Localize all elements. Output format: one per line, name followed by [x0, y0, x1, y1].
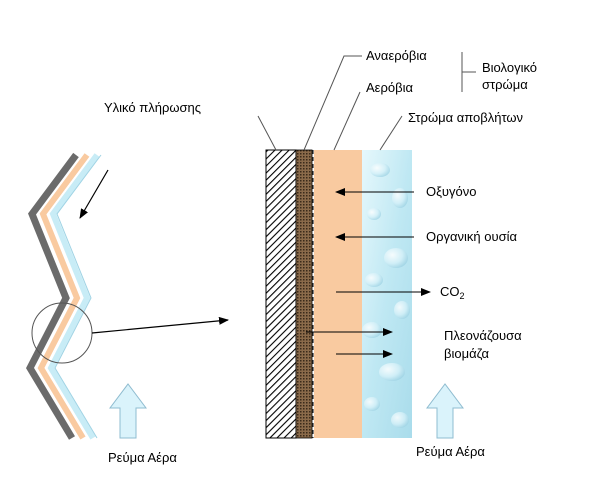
air-stream-label-left: Ρεύμα Αέρα	[108, 450, 177, 465]
water-bubbles	[362, 163, 410, 428]
anaerobic-layer	[295, 149, 313, 439]
air-stream-arrow-left	[109, 383, 147, 439]
zigzag-water-layer	[47, 153, 100, 440]
biological-layer-label-2: στρώμα	[482, 77, 528, 92]
leader-packing	[257, 115, 277, 151]
oxygen-label: Οξυγόνο	[426, 184, 477, 199]
aerobic-label: Αερόβια	[366, 80, 413, 95]
leader-aerobic	[333, 91, 361, 151]
zigzag-dark-layer	[25, 152, 79, 440]
co2-subscript: 2	[460, 291, 465, 301]
anaerobic-label: Αναερόβια	[366, 48, 427, 63]
zigzag-white-gap	[35, 154, 84, 439]
zigzag-outline	[54, 154, 102, 439]
air-stream-label-right: Ρεύμα Αέρα	[416, 444, 485, 459]
excess-biomass-label-2: βιομάζα	[444, 346, 489, 361]
packing-material-label: Υλικό πλήρωσης	[104, 100, 201, 115]
film-flow-arrow	[79, 169, 109, 219]
co2-main: CO	[440, 284, 460, 299]
layer-section	[265, 149, 412, 439]
aerobic-layer	[314, 150, 362, 438]
air-stream-arrow-right	[426, 383, 464, 439]
co2-label: CO2	[440, 284, 465, 301]
packing-material-layer	[265, 149, 297, 439]
leader-waste	[379, 115, 403, 151]
biological-layer-label-1: Βιολογικό	[482, 60, 537, 75]
leader-anaerobic	[303, 55, 362, 151]
organic-matter-label: Οργανική ουσία	[426, 229, 518, 244]
biological-layer-bracket	[461, 52, 476, 92]
zigzag-film	[25, 152, 102, 440]
waste-layer-label: Στρώμα αποβλήτων	[408, 110, 523, 125]
zigzag-peach-layer	[37, 153, 90, 440]
excess-biomass-label-1: Πλεονάζουσα	[444, 328, 522, 343]
zigzag-white-gap-2	[44, 154, 93, 439]
magnifier-arrow	[91, 316, 229, 334]
